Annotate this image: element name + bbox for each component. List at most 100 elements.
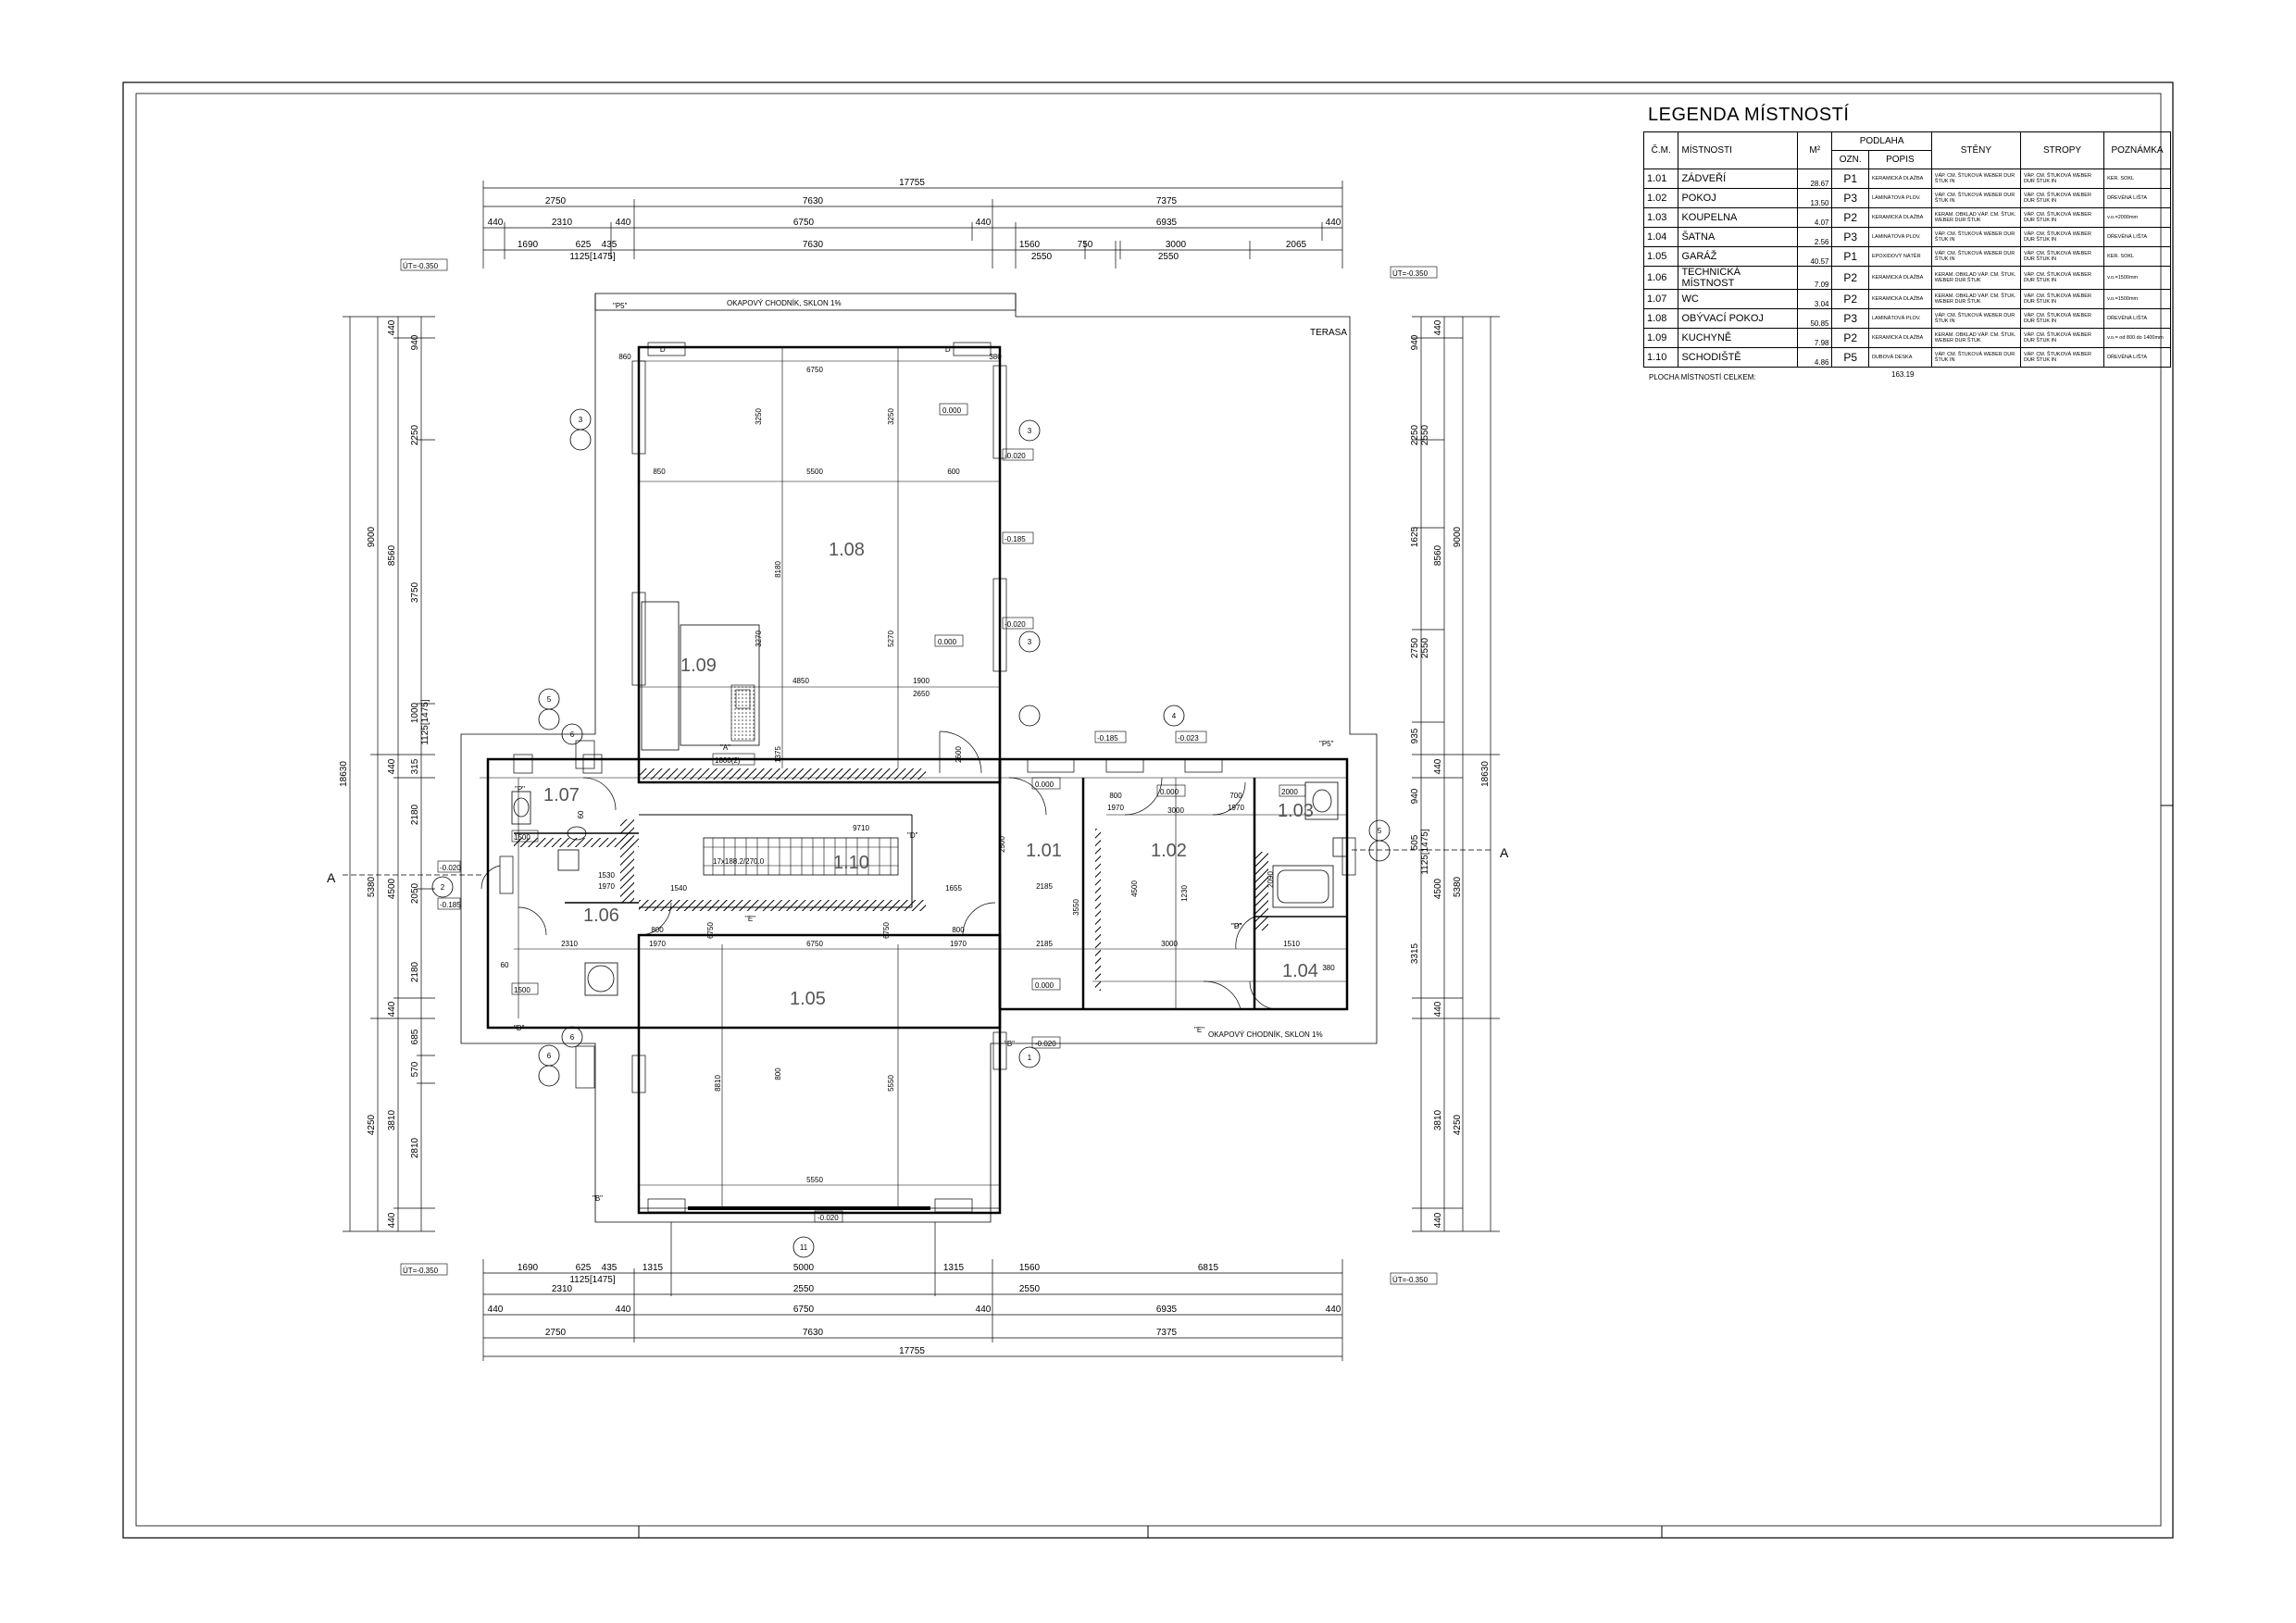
- left-dim-r3-8: 2180: [410, 961, 420, 982]
- top-dim-r3-6: 750: [1078, 240, 1093, 250]
- left-dim-r2-0: 440: [387, 319, 397, 335]
- legend-cell-m2: 3.04: [1797, 289, 1833, 309]
- bottom-dim-r3-3: 1125[1475]: [569, 1275, 616, 1285]
- legend-cell-steny: KERAM. OBKLAD VÁP. CM. ŠTUK. WEBER DUR Š…: [1930, 289, 2021, 309]
- legend-cell-popis: KERAMICKÁ DLAŽBA: [1867, 207, 1932, 228]
- top-dim-2: 7630: [803, 196, 824, 206]
- legend-cell-popis: DUBOVÁ DESKA: [1867, 347, 1932, 368]
- marker-6b: 6: [547, 1052, 552, 1060]
- inner-dim-47: 5550: [806, 1176, 823, 1184]
- door-tag-b: "B": [1004, 1040, 1015, 1048]
- left-dim-r3-2: 3750: [410, 581, 420, 603]
- bottom-dim-r2-1: 2310: [552, 1284, 573, 1294]
- col-m2: M²: [1797, 131, 1833, 169]
- legend-cell-stropy: VÁP. CM. ŠTUKOVÁ WEBER DUR ŠTUK IN: [2019, 308, 2105, 329]
- top-dim-r2-3: 6750: [793, 218, 815, 228]
- door-tag-p2: "P": [1231, 922, 1242, 930]
- top-dim-r3-5: 1560: [1019, 240, 1041, 250]
- inner-dim-16: 800: [651, 926, 664, 934]
- left-dim-r3-10: 570: [410, 1061, 420, 1077]
- top-dim-r3-8: 2065: [1286, 240, 1307, 250]
- right-dim-r3-1: 2250: [1410, 424, 1420, 445]
- left-dim-r3-9: 685: [410, 1029, 420, 1044]
- top-dim-r3-7: 3000: [1166, 240, 1187, 250]
- legend-cell-ozn: P1: [1831, 246, 1869, 267]
- room-label-1.10: 1.10: [833, 853, 869, 873]
- level-box-14: -0.020: [817, 1214, 839, 1222]
- level-box-8: -0.023: [1178, 734, 1199, 743]
- inner-dim-45: 8810: [714, 1075, 722, 1092]
- legend-cell-pozn: v.o.= od 800 do 1400mm: [2103, 328, 2171, 348]
- level-box-7: -0.185: [1097, 734, 1118, 743]
- inner-dim-42: 1530: [598, 871, 615, 880]
- legend-cell-cm: 1.04: [1642, 227, 1679, 247]
- left-dim-r3-11: 2810: [410, 1137, 420, 1158]
- legend-cell-cm: 1.10: [1642, 347, 1679, 368]
- inner-dim-46: 5550: [887, 1075, 895, 1092]
- legend-cell-m2: 40.57: [1797, 246, 1833, 267]
- legend-cell-cm: 1.08: [1642, 308, 1679, 329]
- level-box-4: -0.020: [1004, 620, 1026, 629]
- kitchen-counter: [641, 601, 680, 751]
- door-tag-e: "E": [745, 915, 755, 923]
- legend-cell-ozn: P2: [1831, 289, 1869, 309]
- inner-dim-43: 1970: [598, 882, 615, 891]
- level-ut-bl: ÚT=-0.350: [403, 1267, 439, 1275]
- left-dim-r3-6: 2180: [410, 804, 420, 825]
- right-dim-r2-3: 4500: [1433, 878, 1443, 899]
- room-label-1.02: 1.02: [1151, 841, 1187, 861]
- right-dim-r2-0: 440: [1433, 319, 1443, 335]
- room-label-1.07: 1.07: [543, 785, 580, 805]
- bottom-dim-r2-0: 440: [488, 1305, 504, 1315]
- legend-cell-stropy: VÁP. CM. ŠTUKOVÁ WEBER DUR ŠTUK IN: [2019, 188, 2105, 208]
- legend-cell-popis: KERAMICKÁ DLAŽBA: [1867, 328, 1932, 348]
- legend-table: Č.M. MÍSTNOSTI M² PODLAHA STĚNY STROPY P…: [1642, 131, 2171, 368]
- door-tag-d-2: "D": [942, 345, 954, 354]
- legend-cell-m2: 4.07: [1797, 207, 1833, 228]
- room-label-1.09: 1.09: [680, 655, 717, 676]
- inner-dim-1: 3250: [755, 408, 763, 425]
- legend-cell-pozn: DŘEVĚNÁ LIŠTA: [2103, 227, 2171, 247]
- door-tag-p5-right: "P5": [1319, 740, 1334, 748]
- stair-label: 17x188.2/270.0: [713, 857, 765, 866]
- inner-dim-1b: 3250: [887, 408, 895, 425]
- inner-dim-37: 380: [1322, 964, 1335, 972]
- inner-dim-48: 6750: [706, 922, 715, 939]
- marker-11: 11: [800, 1243, 808, 1252]
- bottom-dim-r3-7: 1560: [1019, 1263, 1041, 1273]
- level-box-15: 1800(2): [715, 756, 741, 765]
- legend-cell-pozn: KER. SOKL: [2103, 246, 2171, 267]
- bottom-dim-r2-2: 440: [616, 1305, 631, 1315]
- room-label-1.06: 1.06: [583, 905, 619, 926]
- inner-dim-6: 5270: [887, 630, 895, 647]
- bottom-dim-1: 2750: [545, 1328, 567, 1338]
- inner-dim-49: 6750: [882, 922, 891, 939]
- legend-cell-name: KUCHYNĚ: [1678, 328, 1799, 348]
- level-ut-tl: ÚT=-0.350: [403, 262, 439, 270]
- door-tag-p5-top: "P5": [613, 302, 628, 310]
- top-dim-r3-0: 1690: [518, 240, 539, 250]
- marker-3a: 3: [579, 416, 583, 424]
- left-dim-r2-2: 440: [387, 758, 397, 774]
- inner-dim-39: 860: [618, 353, 631, 361]
- level-box-6: 0.000: [1035, 780, 1054, 789]
- inner-dim-0: 6750: [806, 366, 823, 374]
- legend-cell-stropy: VÁP. CM. ŠTUKOVÁ WEBER DUR ŠTUK IN: [2019, 207, 2105, 228]
- top-dim-3: 7375: [1156, 196, 1178, 206]
- bottom-dim-r3-9: 2550: [793, 1284, 815, 1294]
- door-swings: [480, 730, 1279, 1010]
- left-dim-2: 5380: [367, 876, 377, 897]
- legend-cell-name: OBÝVACÍ POKOJ: [1678, 308, 1799, 329]
- legend-cell-stropy: VÁP. CM. ŠTUKOVÁ WEBER DUR ŠTUK IN: [2019, 328, 2105, 348]
- legend-cell-popis: EPOXIDOVÝ NÁTĚR: [1867, 246, 1932, 267]
- level-box-13: -0.185: [440, 901, 461, 909]
- left-dim-r3-4: 1125[1475]: [420, 699, 430, 745]
- marker-3b: 3: [1028, 427, 1032, 435]
